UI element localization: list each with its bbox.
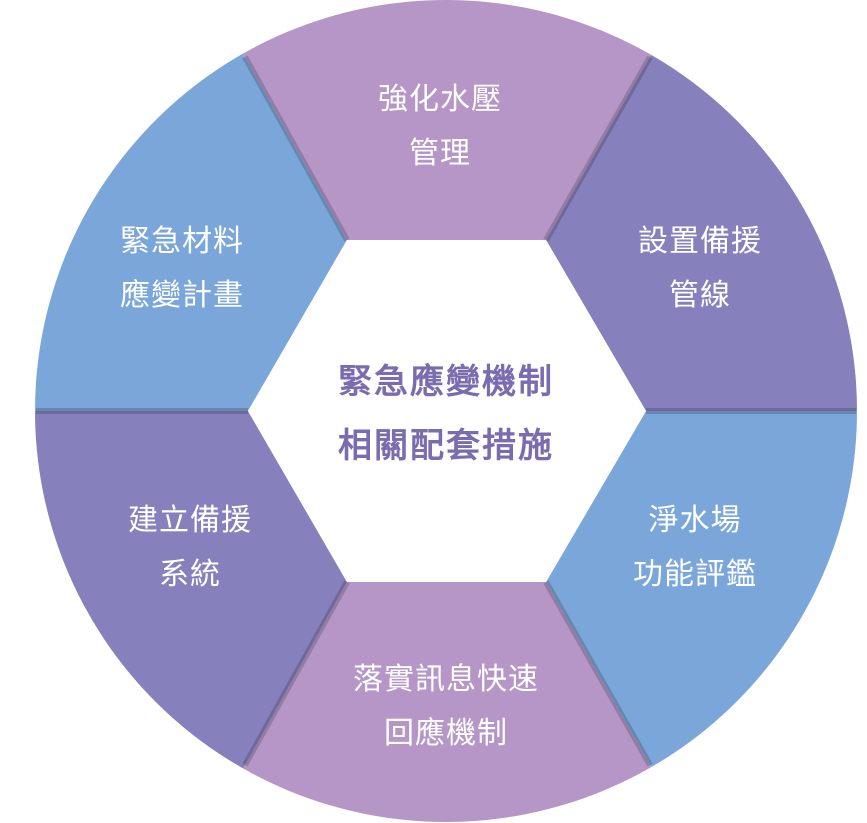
- label-water-pressure: 強化水壓 管理: [378, 73, 502, 181]
- label-line: 管線: [669, 278, 731, 313]
- segment-bottom: [213, 582, 683, 822]
- label-line: 系統: [159, 557, 221, 592]
- label-line: 應變計畫: [120, 278, 244, 313]
- label-line: 建立備援: [128, 503, 252, 538]
- label-plant-evaluation: 淨水場 功能評鑑: [633, 494, 757, 602]
- center-line-1: 緊急應變機制: [338, 362, 554, 402]
- label-line: 管理: [409, 136, 471, 171]
- segment-shadows: [36, 55, 856, 767]
- label-backup-pipeline: 設置備援 管線: [638, 215, 762, 323]
- label-line: 回應機制: [384, 716, 508, 751]
- label-line: 功能評鑑: [633, 557, 757, 592]
- segment-top: [213, 0, 682, 240]
- label-line: 淨水場: [648, 503, 742, 538]
- center-line-2: 相關配套措施: [338, 426, 554, 466]
- center-title: 緊急應變機制 相關配套措施: [338, 350, 554, 478]
- label-line: 設置備援: [638, 224, 762, 259]
- label-info-response: 落實訊息快速 回應機制: [353, 653, 539, 761]
- label-emergency-materials: 緊急材料 應變計畫: [120, 215, 244, 323]
- label-line: 落實訊息快速: [353, 662, 539, 697]
- label-line: 強化水壓: [378, 82, 502, 117]
- label-backup-system: 建立備援 系統: [128, 494, 252, 602]
- label-line: 緊急材料: [120, 224, 244, 259]
- center-hexagon: [248, 240, 646, 582]
